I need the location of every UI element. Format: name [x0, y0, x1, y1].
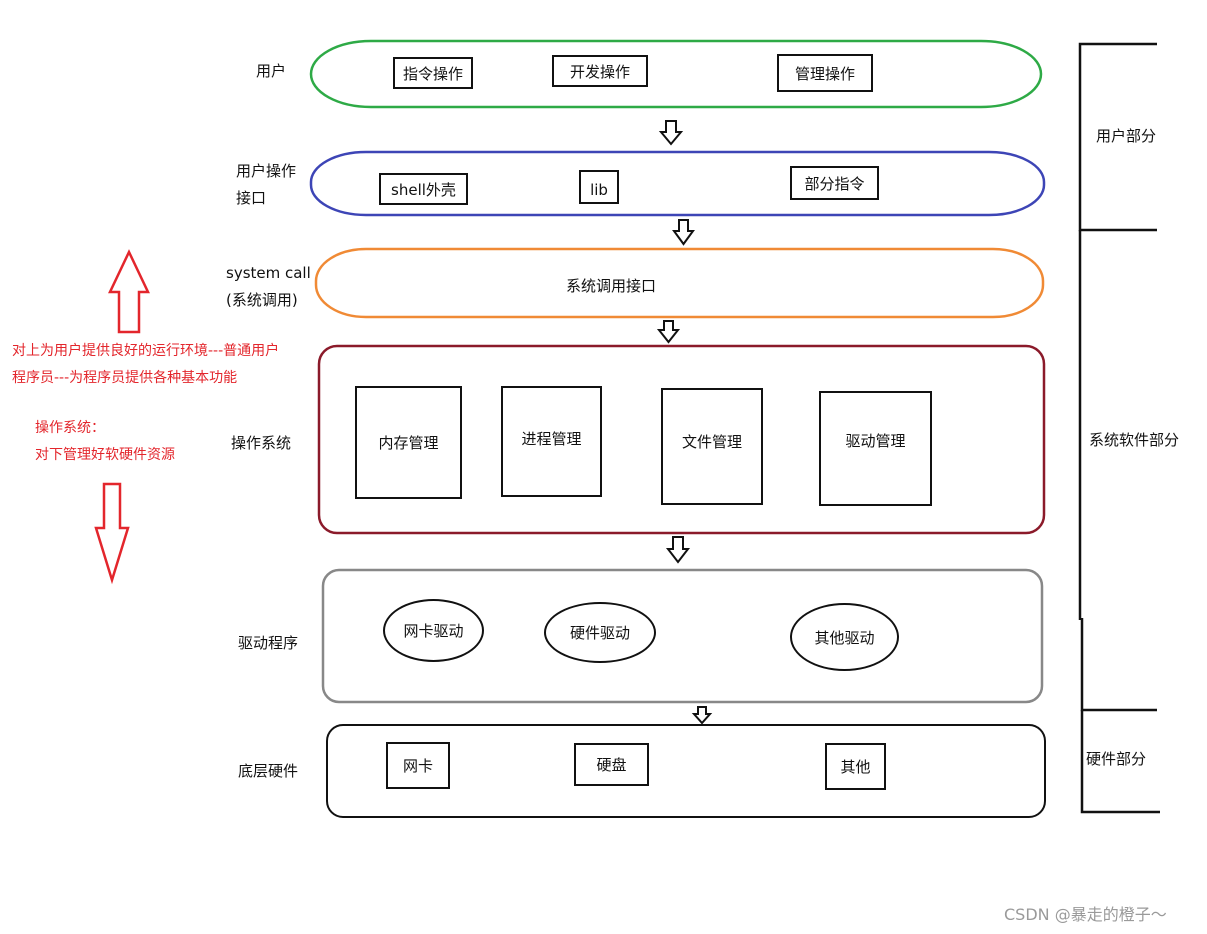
os-item-memory: 内存管理 [355, 386, 462, 499]
bracket-label-user-part: 用户部分 [1096, 127, 1157, 145]
interface-item-lib: lib [579, 170, 619, 204]
interface-layer-label-line1: 用户操作 [236, 162, 297, 180]
annotation-lower-line2: 对下管理好软硬件资源 [35, 447, 175, 463]
syscall-interface-text: 系统调用接口 [566, 277, 657, 295]
hardware-layer-outline [326, 724, 1046, 818]
os-layer-outline [317, 344, 1046, 535]
arrow-down-icon [665, 536, 691, 564]
os-layer-label: 操作系统 [231, 434, 292, 452]
arrow-down-icon [691, 706, 713, 725]
red-down-arrow-icon [94, 482, 130, 585]
arrow-down-icon [656, 320, 681, 344]
syscall-layer-label-line1: system call [226, 264, 311, 282]
hardware-item-nic: 网卡 [386, 742, 450, 789]
driver-layer-label: 驱动程序 [238, 634, 299, 652]
annotation-lower-line1: 操作系统： [35, 420, 105, 436]
user-item-dev-op: 开发操作 [552, 55, 648, 87]
user-layer-label: 用户 [256, 62, 287, 80]
user-item-admin-op: 管理操作 [777, 54, 873, 92]
interface-item-shell: shell外壳 [379, 173, 468, 205]
driver-item-nic: 网卡驱动 [383, 599, 484, 662]
driver-item-hardware: 硬件驱动 [544, 602, 656, 663]
arrow-down-icon [672, 219, 695, 246]
interface-layer-label-line2: 接口 [236, 189, 267, 207]
annotation-upper-line2: 程序员---为程序员提供各种基本功能 [12, 370, 238, 386]
interface-item-partial-commands: 部分指令 [790, 166, 879, 200]
user-item-command-op: 指令操作 [393, 57, 473, 89]
bracket-label-hardware-part: 硬件部分 [1086, 750, 1147, 768]
user-layer-outline [309, 39, 1043, 109]
arrow-down-icon [658, 120, 684, 146]
driver-layer-outline [321, 568, 1044, 704]
interface-layer-outline [309, 150, 1046, 217]
watermark: CSDN @暴走的橙子～ [1004, 905, 1167, 924]
hardware-item-other: 其他 [825, 743, 886, 790]
os-item-driver: 驱动管理 [819, 391, 932, 506]
hardware-item-disk: 硬盘 [574, 743, 649, 786]
annotation-upper-line1: 对上为用户提供良好的运行环境---普通用户 [12, 343, 280, 359]
red-up-arrow-icon [108, 249, 150, 334]
bracket-label-system-software-part: 系统软件部分 [1089, 431, 1180, 449]
syscall-layer-label-line2: (系统调用) [226, 291, 298, 309]
hardware-layer-label: 底层硬件 [238, 762, 299, 780]
driver-item-other: 其他驱动 [790, 603, 899, 671]
bracket-lines [1078, 42, 1160, 814]
os-item-process: 进程管理 [501, 386, 602, 497]
syscall-layer-outline [314, 247, 1045, 319]
os-item-file: 文件管理 [661, 388, 763, 505]
